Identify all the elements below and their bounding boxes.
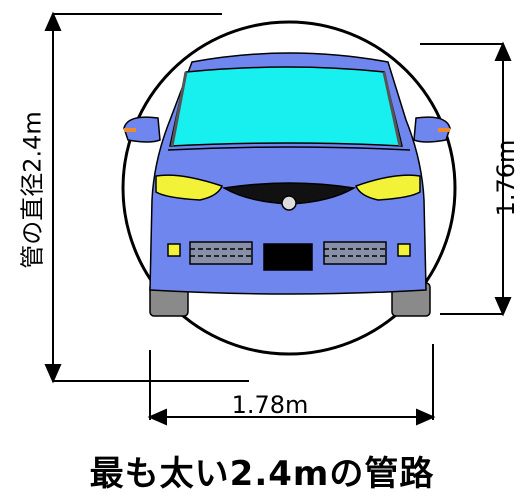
right-fog-light — [397, 243, 411, 257]
width-dimension-line — [147, 344, 436, 426]
car-front-view — [123, 52, 451, 317]
windshield — [169, 66, 403, 147]
emblem — [281, 195, 297, 211]
left-headlight — [155, 174, 223, 201]
pipe-diameter-label: 管の直径2.4m — [18, 111, 47, 269]
right-headlight — [355, 174, 421, 201]
car-height-label: 1.76m — [492, 139, 520, 217]
license-plate — [263, 243, 313, 271]
right-mirror-light — [438, 128, 450, 132]
right-intake — [323, 241, 387, 265]
height-dimension-line — [420, 41, 512, 317]
left-fog-light — [167, 243, 181, 257]
diagram-caption: 最も太い2.4mの管路 — [89, 454, 435, 494]
front-grille — [221, 182, 357, 205]
right-mirror — [413, 116, 451, 143]
left-mirror — [123, 116, 161, 143]
left-intake — [189, 241, 253, 265]
left-mirror-light — [124, 128, 136, 132]
car-width-label: 1.78m — [231, 391, 309, 419]
